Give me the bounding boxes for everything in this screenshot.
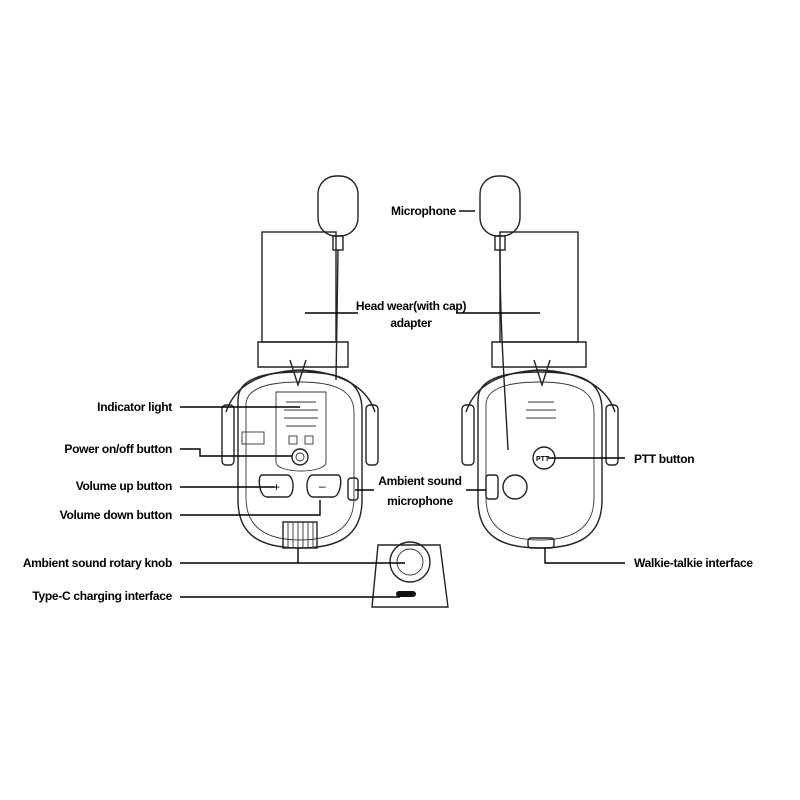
label-rotary-knob: Ambient sound rotary knob [23, 556, 172, 570]
left-mic-capsule [317, 175, 359, 237]
svg-text:PTT: PTT [536, 456, 550, 463]
label-volume-up: Volume up button [76, 479, 172, 493]
walkie-talkie-port-shape [527, 537, 555, 549]
charging-stand [371, 541, 449, 608]
leader-lines [180, 210, 625, 598]
right-earmuff: PTT [461, 175, 619, 549]
right-mic-capsule [479, 175, 521, 237]
type-c-port-shape [396, 591, 416, 597]
right-mic-boom [499, 249, 509, 451]
volume-up-shape [258, 474, 294, 498]
label-head-wear: Head wear(with cap) [356, 299, 467, 313]
label-ambient-mic-2: microphone [387, 494, 453, 508]
left-earmuff: + – [221, 175, 379, 549]
label-power-button: Power on/off button [64, 442, 172, 456]
label-head-wear-adapter: adapter [390, 316, 432, 330]
label-ptt-button: PTT button [634, 452, 694, 466]
left-ear-cup [237, 371, 363, 549]
svg-text:+: + [273, 480, 280, 494]
label-ambient-mic: Ambient sound [378, 474, 461, 488]
power-button-shape [291, 448, 309, 466]
ambient-mic-shape [347, 477, 359, 501]
right-ear-cup [477, 371, 603, 549]
rotary-knob-shape [282, 521, 318, 549]
label-indicator-light: Indicator light [97, 400, 172, 414]
left-headband-adapter [261, 231, 337, 343]
label-walkie-talkie: Walkie-talkie interface [634, 556, 753, 570]
label-type-c: Type-C charging interface [32, 589, 172, 603]
svg-text:–: – [319, 479, 326, 493]
left-mic-neck [332, 235, 344, 251]
label-volume-down: Volume down button [60, 508, 172, 522]
volume-down-shape [306, 474, 342, 498]
left-mic-boom [335, 249, 339, 381]
right-headband-adapter [499, 231, 579, 343]
label-microphone: Microphone [391, 204, 457, 218]
